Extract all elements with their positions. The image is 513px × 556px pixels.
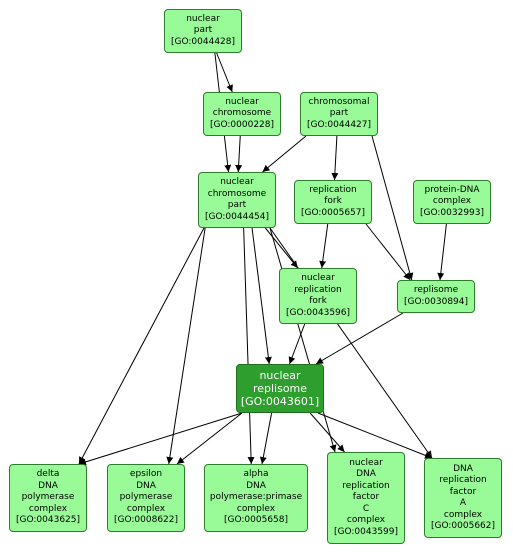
edge-n0043601-n0008622 <box>176 412 243 465</box>
edge-n0005657-n0030894 <box>365 223 411 281</box>
node-dna-replication-factor-a-complex[interactable]: DNA replication factor A complex [GO:000… <box>424 458 502 538</box>
node-epsilon-dna-polymerase-complex[interactable]: epsilon DNA polymerase complex [GO:00086… <box>107 464 185 532</box>
node-replication-fork[interactable]: replication fork [GO:0005657] <box>294 180 372 224</box>
edge-n0043596-n0043601 <box>288 323 306 365</box>
edge-n0030894-n0043601 <box>315 312 404 365</box>
edge-n0044454-n0008622 <box>166 227 206 465</box>
node-nuclear-replication-fork[interactable]: nuclear replication fork [GO:0043596] <box>279 268 357 324</box>
node-label: nuclear chromosome part [GO:0044454] <box>204 177 270 222</box>
node-label: replisome [GO:0030894] <box>403 285 469 307</box>
edge-n0044427-n0030894 <box>371 135 414 281</box>
edge-n0044428-n0000228 <box>216 52 233 93</box>
node-nuclear-chromosome[interactable]: nuclear chromosome [GO:0000228] <box>203 92 281 136</box>
node-label: protein-DNA complex [GO:0032993] <box>419 184 485 218</box>
edge-n0044454-n0043601 <box>251 227 272 365</box>
node-label: nuclear replication fork [GO:0043596] <box>285 273 351 318</box>
node-label: replication fork [GO:0005657] <box>300 184 366 218</box>
edge-n0044454-n0043625 <box>78 227 205 465</box>
edge-n0000228-n0044454 <box>235 135 243 173</box>
edge-n0044427-n0005657 <box>331 135 339 181</box>
node-label: DNA replication factor A complex [GO:000… <box>430 463 496 532</box>
node-label: nuclear DNA replication factor C complex… <box>333 457 399 537</box>
node-nuclear-chromosome-part[interactable]: nuclear chromosome part [GO:0044454] <box>198 172 276 228</box>
node-label: nuclear part [GO:0044428] <box>170 13 236 47</box>
node-replisome[interactable]: replisome [GO:0030894] <box>397 280 475 313</box>
edge-n0044454-n0043596 <box>264 227 299 269</box>
edge-n0043601-n0043599 <box>309 412 345 453</box>
edge-n0044454-n0005658 <box>243 227 255 465</box>
node-label: delta DNA polymerase complex [GO:0043625… <box>15 469 81 526</box>
edge-n0005657-n0043596 <box>319 223 329 269</box>
node-protein-dna-complex[interactable]: protein-DNA complex [GO:0032993] <box>413 180 491 224</box>
node-nuclear-replisome[interactable]: nuclear replisome [GO:0043601] <box>236 364 324 413</box>
edge-n0044454-n0043599 <box>269 227 337 453</box>
node-alpha-dna-polymerase-primase-complex[interactable]: alpha DNA polymerase:primase complex [GO… <box>204 464 308 532</box>
node-label: alpha DNA polymerase:primase complex [GO… <box>209 469 303 526</box>
node-label: chromosomal part [GO:0044427] <box>306 96 372 130</box>
node-label: nuclear chromosome [GO:0000228] <box>209 96 275 130</box>
node-nuclear-part[interactable]: nuclear part [GO:0044428] <box>164 9 242 53</box>
edge-n0043601-n0005662 <box>317 412 433 459</box>
node-label: epsilon DNA polymerase complex [GO:00086… <box>113 469 179 526</box>
edge-n0044427-n0044454 <box>262 135 307 173</box>
node-chromosomal-part[interactable]: chromosomal part [GO:0044427] <box>300 92 378 136</box>
edge-n0032993-n0030894 <box>437 223 447 281</box>
edge-n0043601-n0043625 <box>78 412 243 466</box>
edge-n0043601-n0005658 <box>259 412 273 465</box>
node-nuclear-dna-replication-factor-c-complex[interactable]: nuclear DNA replication factor C complex… <box>327 452 405 544</box>
node-label: nuclear replisome [GO:0043601] <box>240 369 320 408</box>
node-delta-dna-polymerase-complex[interactable]: delta DNA polymerase complex [GO:0043625… <box>9 464 87 532</box>
